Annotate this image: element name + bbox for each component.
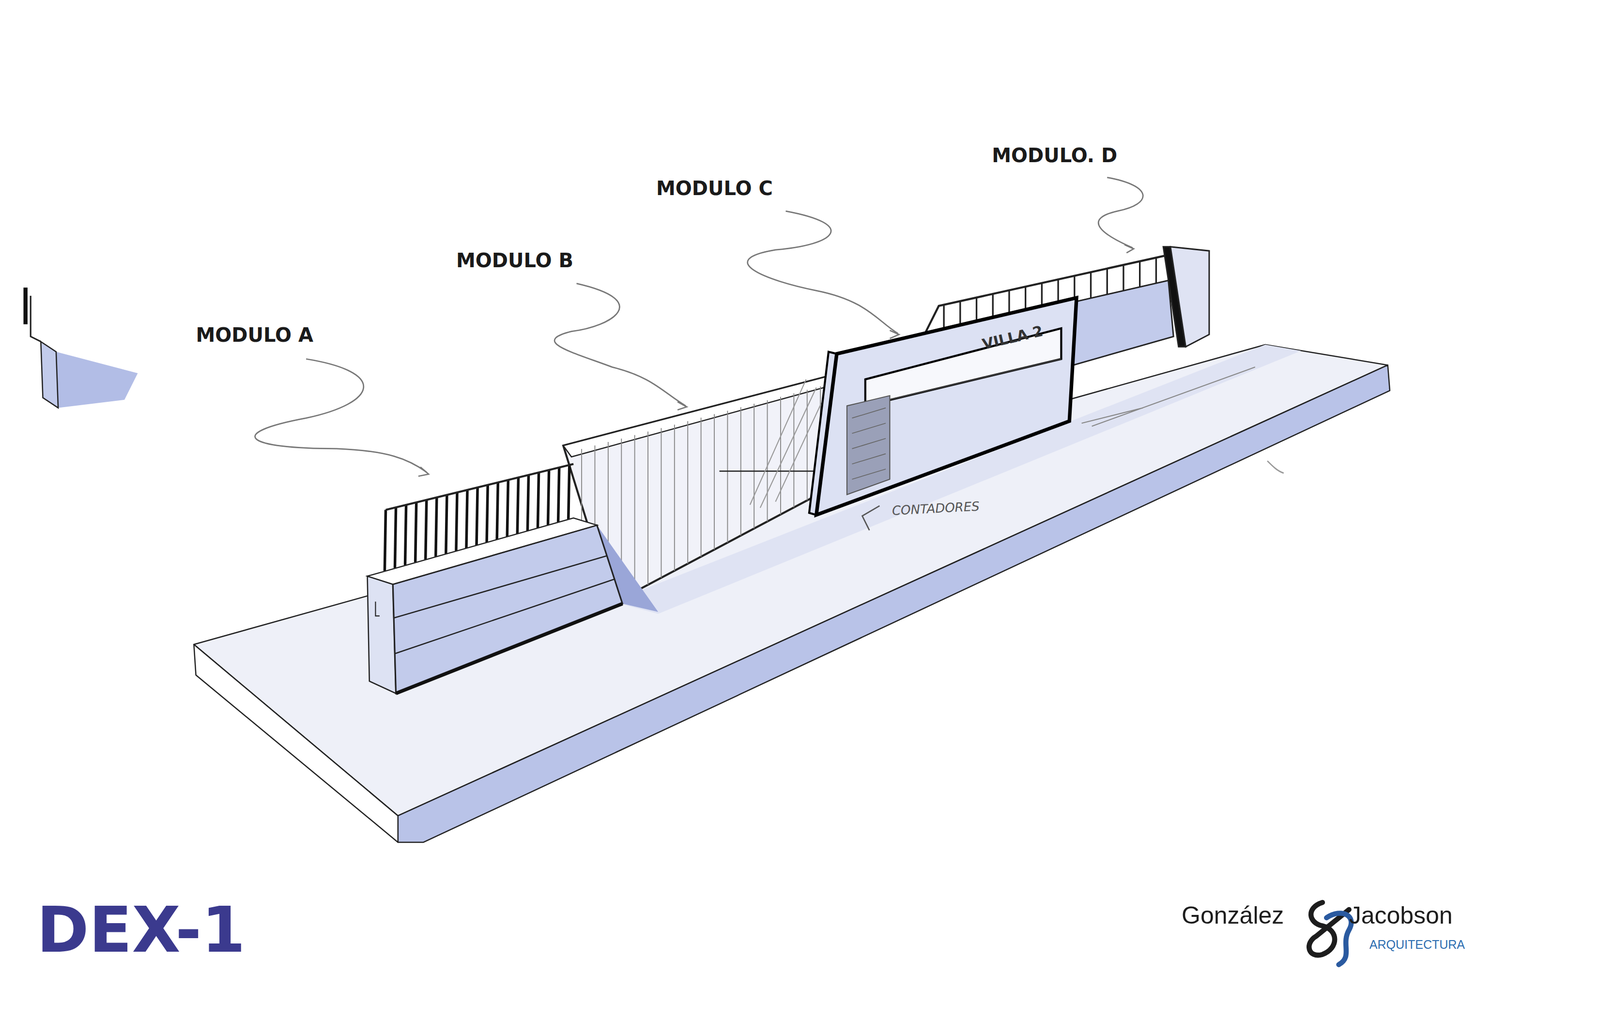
module-a-wall — [367, 576, 397, 694]
railing-posts — [1138, 261, 1141, 288]
railing-posts — [476, 487, 478, 546]
railing-posts — [1090, 272, 1092, 299]
railing-posts — [548, 470, 550, 526]
railing-posts — [507, 479, 508, 537]
railing-posts — [1155, 257, 1157, 284]
railing-posts — [1106, 268, 1108, 295]
railing-posts — [486, 485, 488, 543]
leader-line — [1098, 177, 1143, 248]
panel-hatching — [660, 428, 662, 578]
railing-posts — [435, 497, 437, 557]
module-c-frame — [1081, 367, 1256, 427]
base-slab — [193, 644, 398, 843]
module-a-wall — [375, 601, 380, 616]
module-b-panel — [719, 470, 817, 473]
railing-posts — [415, 502, 417, 563]
module-d-wall — [1170, 246, 1210, 347]
railing-posts — [394, 507, 396, 569]
left-fragment — [40, 341, 59, 409]
module-c-frame — [851, 408, 886, 480]
module-b-panel — [750, 379, 822, 508]
railing-posts — [456, 492, 458, 552]
logo-text: González — [1181, 902, 1284, 930]
railing-posts — [446, 494, 447, 554]
railing-posts — [1122, 264, 1124, 291]
module-label: MODULO B — [456, 249, 574, 272]
leader-line — [1124, 245, 1134, 254]
leader-line — [862, 506, 880, 531]
module-c-frame — [889, 358, 1062, 400]
leader-line — [889, 330, 899, 339]
module-a-wall — [396, 603, 623, 694]
base-slab — [193, 344, 1390, 843]
panel-hatching — [780, 397, 782, 515]
module-c-frame — [809, 297, 1256, 516]
module-a-wall — [393, 555, 615, 654]
module-label: MODULO C — [656, 177, 773, 200]
leader-line — [255, 358, 427, 473]
module-a-wall — [385, 463, 574, 510]
module-a-wall — [367, 463, 659, 694]
logo-text: Jacobson — [1349, 902, 1453, 930]
module-c-frame — [816, 297, 1077, 516]
railing-posts — [405, 505, 407, 566]
base-slab — [193, 344, 1388, 816]
panel-hatching — [647, 431, 649, 585]
railing-posts — [384, 509, 386, 571]
panel-hatching — [726, 410, 728, 543]
logo-subtitle: ARQUITECTURA — [1369, 938, 1465, 953]
railing-posts — [517, 477, 519, 534]
leader-line — [554, 283, 686, 407]
logo-ampersand — [1308, 902, 1352, 965]
leader-line — [255, 177, 1284, 531]
panel-hatching — [753, 403, 755, 529]
railing-posts — [466, 490, 468, 549]
leader-line — [1267, 461, 1284, 474]
module-b-panel — [563, 375, 832, 458]
panel-hatching — [674, 424, 676, 571]
sheet-code: DEX-1 — [36, 895, 246, 966]
railing-posts — [527, 475, 529, 531]
module-c-frame — [846, 395, 891, 495]
module-label: MODULO A — [196, 324, 314, 346]
left-fragment — [25, 287, 139, 409]
railing-posts — [568, 465, 570, 520]
panel-hatching — [700, 417, 702, 557]
panel-hatching — [793, 393, 795, 508]
leader-line — [677, 401, 687, 411]
railing-posts — [425, 500, 427, 560]
module-label: MODULO. D — [991, 144, 1118, 167]
module-a-wall — [367, 518, 598, 585]
railing-posts — [558, 467, 560, 523]
panel-hatching — [767, 400, 769, 522]
panel-hatching — [713, 414, 715, 551]
railing-posts — [537, 472, 539, 528]
left-fragment — [30, 295, 41, 342]
left-fragment — [56, 352, 139, 409]
logo-ampersand — [1308, 902, 1349, 956]
panel-hatching — [687, 421, 689, 564]
logo-ampersand — [1326, 913, 1352, 965]
leader-line — [418, 467, 429, 477]
left-fragment — [23, 287, 28, 325]
railing-posts — [496, 482, 498, 540]
panel-hatching — [634, 435, 636, 593]
leader-line — [747, 211, 899, 334]
